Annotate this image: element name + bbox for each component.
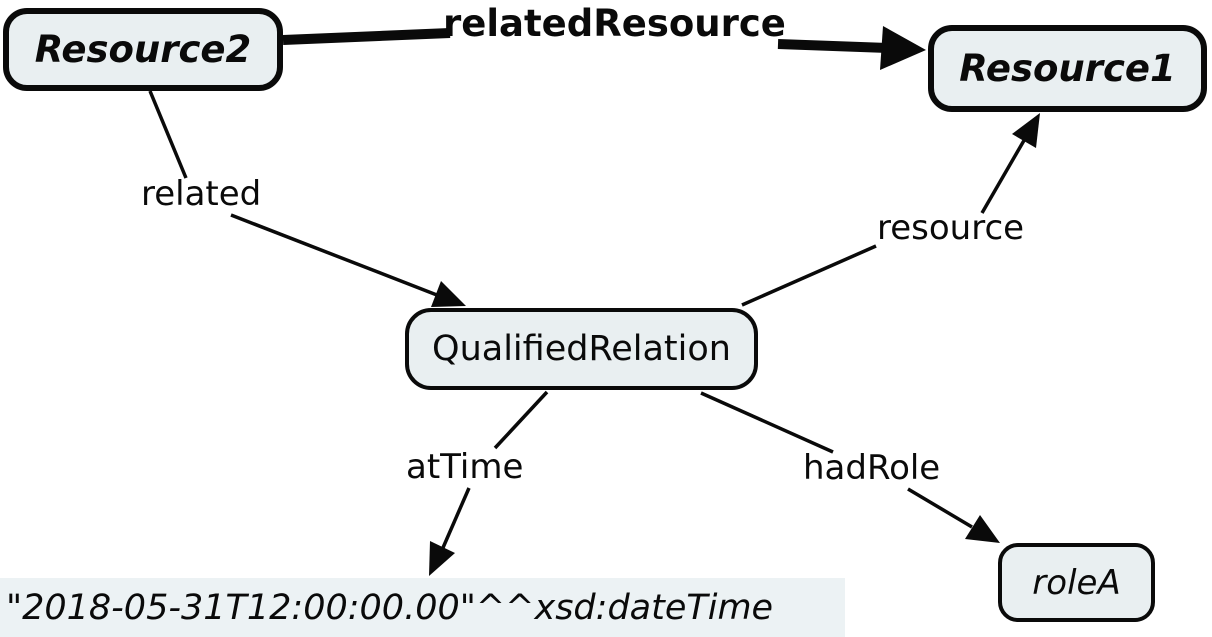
edge-related: [148, 90, 466, 307]
arrowhead-hadrole: [965, 515, 1000, 543]
edge-attime: [429, 390, 549, 576]
node-rolea: roleA: [998, 543, 1155, 622]
edge-label-attime: atTime: [406, 447, 524, 487]
edge-label-hadrole: hadRole: [803, 448, 941, 488]
edge-hadrole: [700, 391, 1000, 543]
edge-label-resource: resource: [877, 208, 1025, 248]
literal-datetime: "2018-05-31T12:00:00.00"^^xsd:dateTime: [0, 578, 845, 637]
arrowhead-related: [431, 281, 466, 307]
arrowhead-resource: [1012, 113, 1040, 148]
node-resource2-label: Resource2: [34, 28, 252, 71]
node-qualifiedrelation: QualifiedRelation: [405, 308, 758, 390]
edge-label-related: related: [141, 174, 262, 214]
node-resource2: Resource2: [3, 8, 283, 91]
node-resource1-label: Resource1: [959, 47, 1176, 90]
arrowhead-relatedresource: [880, 26, 926, 70]
literal-datetime-text: "2018-05-31T12:00:00.00"^^xsd:dateTime: [6, 587, 774, 628]
arrowhead-attime: [429, 541, 455, 576]
edge-relatedresource: [282, 26, 926, 70]
edge-resource: [741, 113, 1040, 307]
edge-label-relatedresource: relatedResource: [443, 2, 786, 45]
node-resource1: Resource1: [928, 25, 1207, 112]
node-qualifiedrelation-label: QualifiedRelation: [432, 329, 731, 369]
node-rolea-label: roleA: [1032, 562, 1121, 603]
